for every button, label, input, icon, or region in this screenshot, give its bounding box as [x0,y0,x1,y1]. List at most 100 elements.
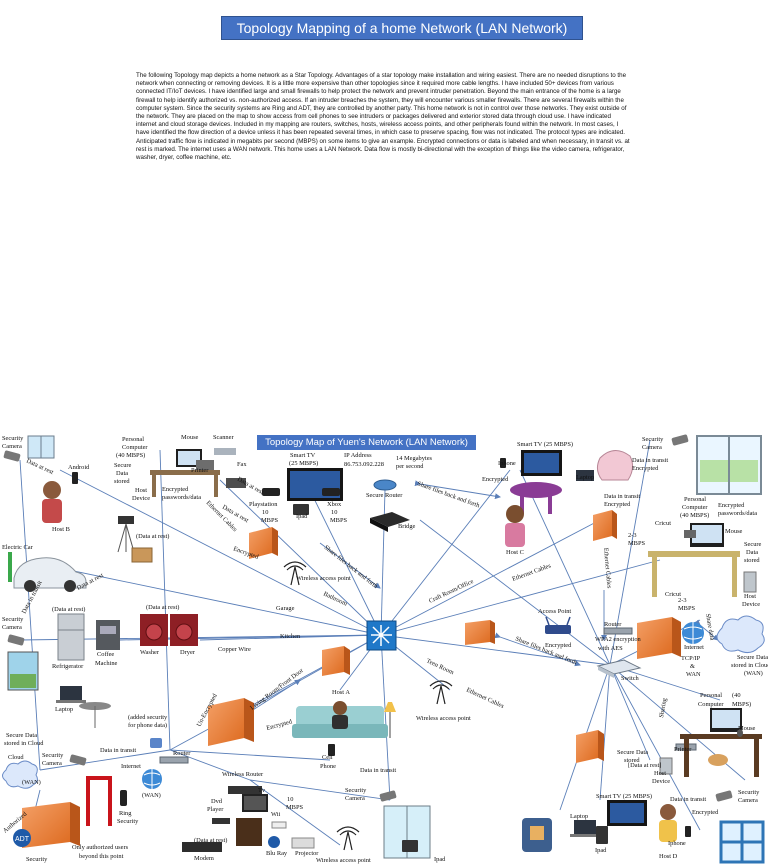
diagram-label: Personal [122,436,144,443]
globe-icon [682,622,704,644]
diagram-label: Iphone [498,460,516,467]
coffee-machine-icon [96,620,120,650]
diagram-label: Computer [122,444,148,451]
tablet-icon [293,504,309,515]
external-drive-icon [659,757,673,775]
security-camera-icon [7,634,25,646]
central-switch-icon [366,620,397,651]
game-console-icon [262,488,280,496]
modem-icon [182,842,222,852]
diagram-label: with AES [598,645,623,652]
window-icon [696,435,762,495]
external-drive-icon [743,571,757,593]
tablet-icon [596,826,608,844]
diagram-label: WAN [686,671,701,678]
laptop-icon [576,470,594,481]
diagram-label: Refrigerator [52,663,84,670]
diagram-label: Camera [42,760,62,767]
diagram-label: Device [742,601,760,608]
diagram-label: Security [42,752,64,759]
laptop-icon [56,686,86,703]
diagram-label: Xbox [327,501,342,508]
lamp-icon [384,702,396,738]
security-camera-icon [69,754,87,766]
diagram-label: Security [738,789,760,796]
diagram-label: Encrypted [604,501,631,508]
diagram-label: Internet [121,763,141,770]
diagram-label: Encrypted [482,476,509,483]
wireless-tower-icon [283,561,307,586]
diagram-label: (Data at rest) [194,837,227,844]
fax-icon [226,478,246,488]
dvd-player-icon [212,818,230,824]
intro-paragraph: The following Topology map depicts a hom… [136,72,630,162]
diagram-label: Share data [704,613,716,641]
diagram-label: Copper Wire [218,646,251,653]
diagram-label: (WAN) [142,792,161,799]
diagram-label: Data at rest [25,457,55,476]
desk-icon [648,551,740,597]
diagram-label: stored [744,557,760,564]
diagram-label: passwords/data [162,494,201,501]
box-icon [131,547,153,563]
diagram-label: Security [117,818,139,825]
diagram-label: Cricut [655,520,671,527]
diagram-label: Security [345,787,367,794]
lock-icon [150,738,162,748]
diagram-label: Laptop [576,474,594,481]
diagram-label: Device [652,778,670,785]
dog-icon [708,754,728,766]
diagram-label: Host [135,487,147,494]
phone-icon [328,744,335,756]
diagram-label: Ethernet Cables [511,562,552,583]
diagram-label: Kitchen [280,633,301,640]
security-camera-icon [715,790,733,802]
router-icon [603,627,633,635]
diagram-label: (WAN) [22,779,41,786]
secure-router-icon [373,479,397,491]
tablet-icon [402,840,418,852]
diagram-label: Data in transit [670,796,706,803]
monitor-icon [710,708,742,732]
security-camera-icon [379,790,397,802]
diagram-label: Modem [194,855,214,862]
cafe-table-icon [79,702,111,728]
game-console-icon [322,488,340,496]
window-icon [719,820,765,864]
firewall-icon [593,510,617,541]
diagram-label: Host [744,593,756,600]
wii-icon [271,821,287,829]
window-icon [7,651,39,691]
diagram-label: Computer [682,504,708,511]
diagram-label: 2-3 [678,597,687,604]
blu-ray-icon [268,836,280,848]
diagram-label: Dvd [211,798,223,805]
adt-logo-icon: ADT [13,829,31,847]
diagram-label: Smart TV (25 MBPS) [517,441,573,448]
armchair-icon [522,818,552,852]
diagram-label: 10 [331,509,337,516]
diagram-label: Host D [659,853,678,860]
diagram-label: Data in transit [632,457,668,464]
diagram-label: stored [114,478,130,485]
diagram-label: WPA2 encryption [595,636,642,643]
diagram-label: Wireless Router [222,771,264,778]
diagram-label: MBPS [628,540,645,547]
diagram-label: Share files back and forth [416,480,481,509]
wireless-tower-icon [429,680,453,705]
firewall-icon [322,646,350,676]
security-camera-icon [3,450,21,462]
bridge-icon [370,512,410,532]
monitor-icon [176,449,202,467]
diagram-label: Data in transit [360,767,396,774]
firewall-icon [637,617,681,659]
diagram-label: Data in transit [604,493,640,500]
diagram-label: Tv [258,787,266,794]
diagram-label: per second [396,463,424,470]
diagram-label: Encrypted [545,642,572,649]
security-camera-icon [671,434,689,446]
diagram-label: Secure [114,462,132,469]
diagram-label: Access Point [538,608,571,615]
diagram-label: Internet [684,644,704,651]
